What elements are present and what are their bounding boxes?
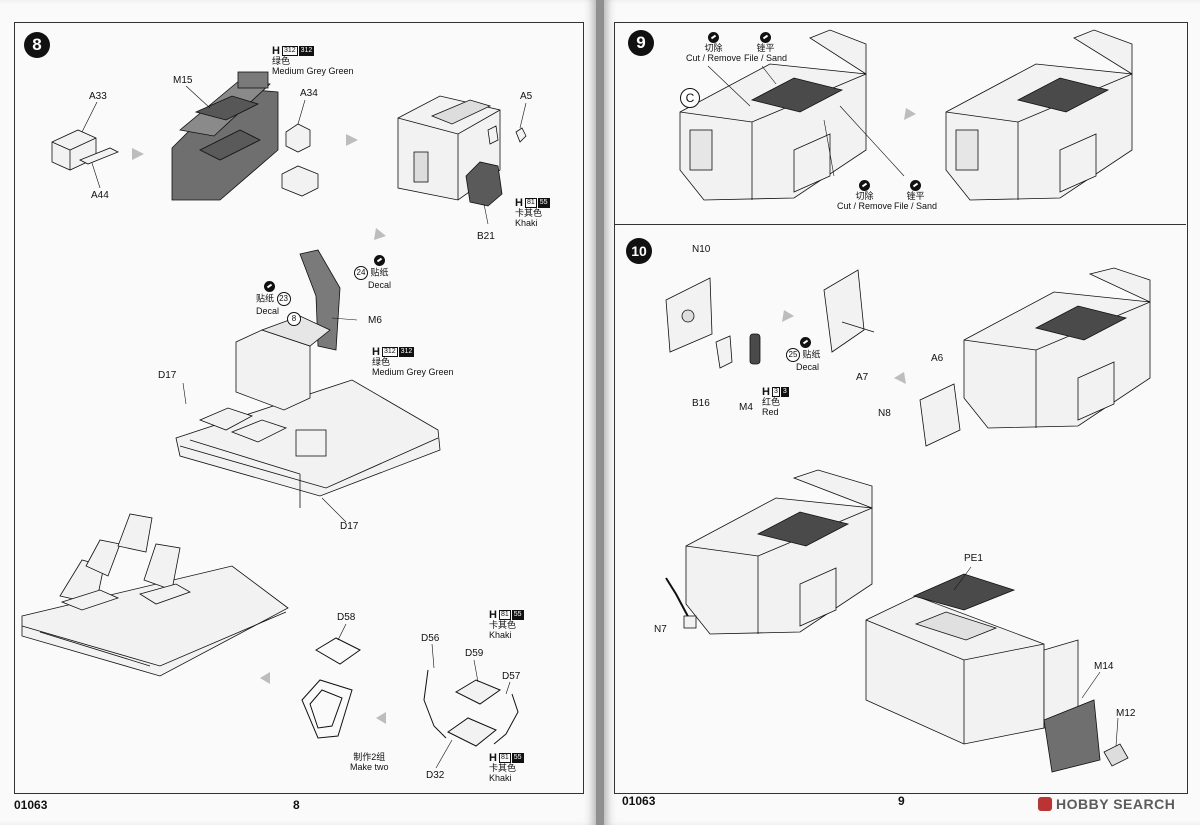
part-label-d32: D32 — [426, 770, 445, 781]
cut-icon — [859, 180, 871, 192]
part-label-m6: M6 — [368, 315, 382, 326]
step-8-badge: 8 — [24, 32, 50, 58]
part-d59-d32-drawing — [423, 669, 519, 747]
left-footer-code: 01063 — [14, 798, 48, 812]
step-9-assembly-after — [945, 29, 1133, 201]
step-8-frame — [14, 22, 584, 794]
right-page-number: 9 — [898, 794, 905, 808]
part-label-b21: B21 — [477, 231, 495, 242]
part-label-d57: D57 — [502, 671, 521, 682]
part-label-d56: D56 — [421, 633, 440, 644]
page-left: 8 — [0, 0, 596, 825]
left-page-number: 8 — [293, 798, 300, 812]
step-8-seats-assembly — [21, 513, 289, 677]
part-label-a7: A7 — [856, 372, 869, 383]
part-label-d59: D59 — [465, 648, 484, 659]
part-a5-drawing — [487, 125, 527, 145]
step-10-badge: 10 — [626, 238, 652, 264]
part-label-a44: A44 — [91, 190, 109, 201]
step-9-badge: 9 — [628, 30, 654, 56]
part-label-a5: A5 — [520, 91, 533, 102]
part-label-m4: M4 — [739, 402, 753, 413]
step-divider — [614, 224, 1186, 225]
part-m4-drawing — [749, 333, 761, 365]
part-label-pe1: PE1 — [964, 553, 983, 564]
decal-icon — [374, 255, 385, 267]
part-n10-drawing — [665, 277, 733, 369]
step-9-assembly-before — [679, 29, 867, 201]
part-label-n7: N7 — [654, 624, 667, 635]
decal-callout-24: 24 贴纸 Decal — [354, 255, 391, 290]
hobby-search-watermark: HOBBY SEARCH — [1038, 796, 1175, 812]
part-label-a6: A6 — [931, 353, 944, 364]
step-9-10-illustration — [665, 29, 1151, 773]
make-two-note: 制作2组 Make two — [350, 752, 389, 772]
part-label-b16: B16 — [692, 398, 710, 409]
part-d58-drawing — [301, 637, 361, 739]
step-10-assembly-top — [919, 267, 1151, 447]
part-label-m15: M15 — [173, 75, 193, 86]
part-label-d58: D58 — [337, 612, 356, 623]
hobby-search-logo-icon — [1038, 797, 1052, 811]
part-m6-drawing — [299, 249, 341, 351]
right-footer-code: 01063 — [622, 794, 656, 808]
file-icon — [760, 32, 772, 44]
step-9-10-frame — [614, 22, 1188, 794]
part-label-d17-upper: D17 — [158, 370, 177, 381]
decal-icon — [264, 281, 275, 293]
file-icon — [910, 180, 922, 192]
part-label-a33: A33 — [89, 91, 107, 102]
step-10-assembly-mid — [665, 469, 873, 635]
book-gutter — [596, 0, 604, 825]
step-10-assembly-bottom — [865, 573, 1129, 773]
part-label-n10: N10 — [692, 244, 711, 255]
part-label-n8: N8 — [878, 408, 891, 419]
part-label-d17-lower: D17 — [340, 521, 359, 532]
file-sand-callout-top: 锉平 File / Sand — [744, 32, 787, 63]
part-label-m12: M12 — [1116, 708, 1136, 719]
part-a34-drawing — [281, 123, 319, 197]
cut-remove-callout-bottom: 切除 Cut / Remove — [837, 180, 892, 211]
decal-icon — [800, 337, 811, 349]
part-label-a34: A34 — [300, 88, 318, 99]
file-sand-callout-bottom: 锉平 File / Sand — [894, 180, 937, 211]
cut-icon — [708, 32, 720, 44]
decal-callout-23: 贴纸 23 Decal — [256, 281, 291, 316]
part-b21-drawing — [465, 161, 503, 207]
part-a7-panel-drawing — [823, 269, 875, 353]
c-marker: C — [680, 88, 700, 108]
step-8-illustration — [21, 71, 527, 769]
part-a33-drawing — [51, 129, 119, 171]
cut-remove-callout-top: 切除 Cut / Remove — [686, 32, 741, 63]
page-right: 9 10 — [604, 0, 1200, 825]
step-8-main-assembly — [175, 315, 441, 508]
decal-callout-25: 25 贴纸 Decal — [786, 337, 821, 372]
decal-callout-8: 8 — [287, 312, 301, 326]
part-m15-drawing — [171, 71, 279, 201]
part-label-m14: M14 — [1094, 661, 1114, 672]
